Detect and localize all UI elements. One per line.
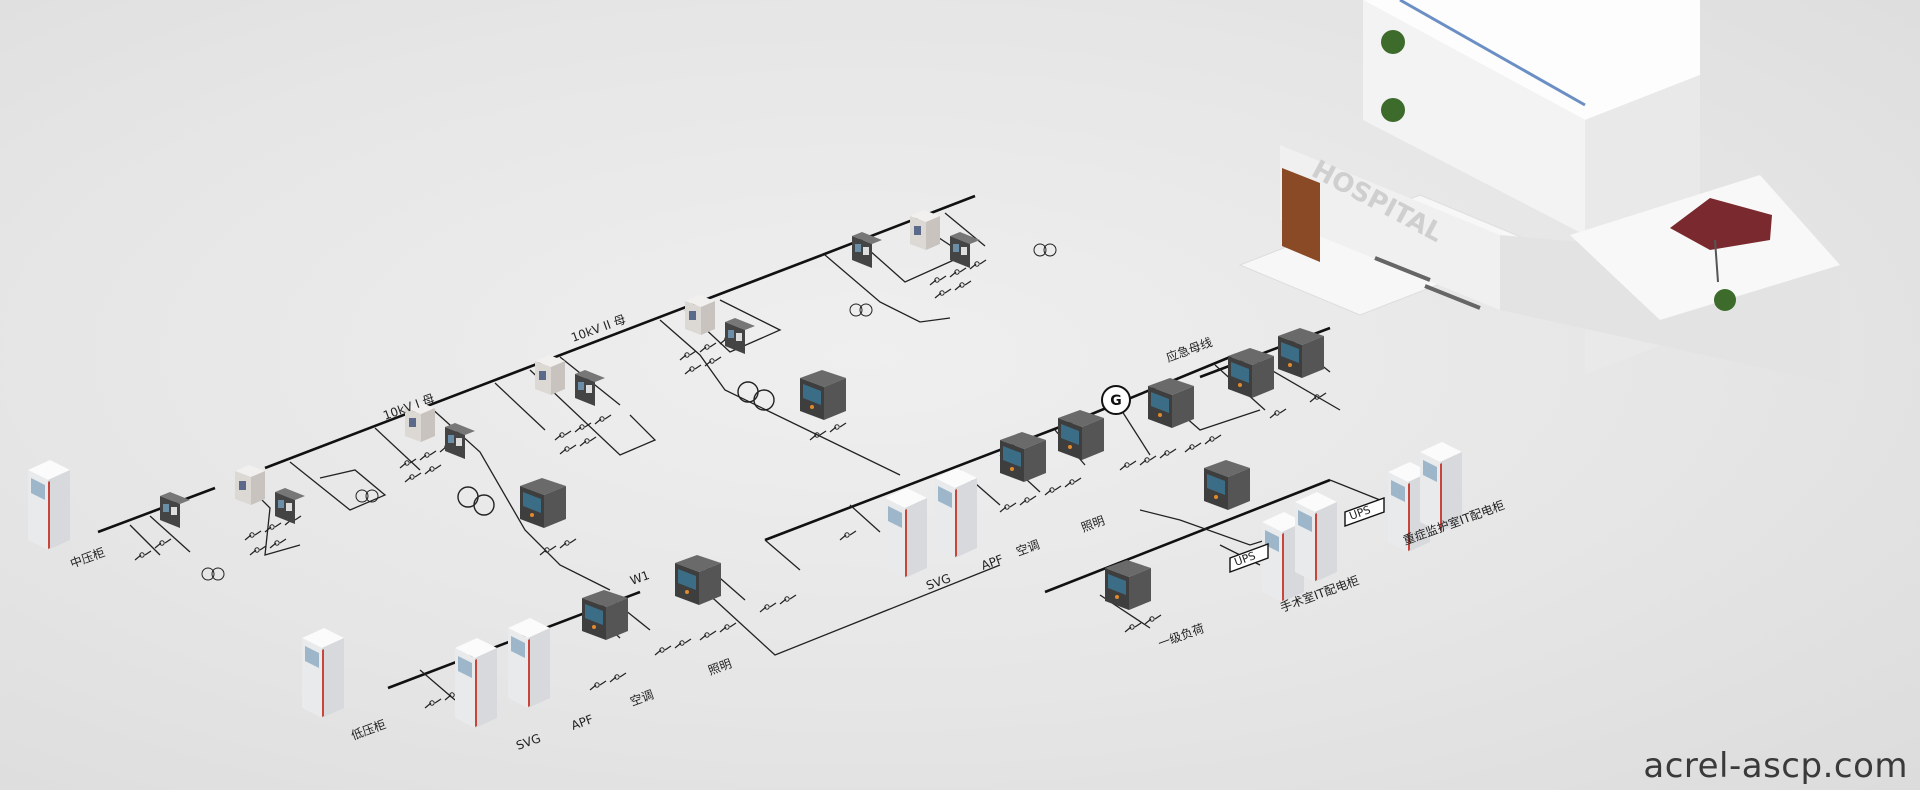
relay-device (535, 355, 565, 395)
devices: UPS UPS (28, 210, 1462, 728)
hospital-building: HOSPITAL (1238, 0, 1840, 385)
power-meter (1204, 460, 1250, 510)
relay-device (235, 465, 265, 505)
ac-up-label: 空调 (1014, 537, 1041, 558)
power-meter (1105, 560, 1151, 610)
svg-low-label: SVG (514, 731, 542, 753)
power-meter (1278, 328, 1324, 378)
apf-cabinet (508, 618, 550, 708)
relay-device (685, 295, 715, 335)
power-meter (582, 590, 628, 640)
emergency-bus-label: 应急母线 (1164, 334, 1214, 365)
power-meter (1228, 348, 1274, 398)
apf-low-label: APF (569, 712, 595, 733)
relay-panel (275, 488, 305, 524)
power-meter (675, 555, 721, 605)
power-meter (800, 370, 846, 420)
class1-load-label: 一级负荷 (1156, 621, 1206, 651)
relay-device (910, 210, 940, 250)
apf-up-label: APF (979, 552, 1005, 573)
relay-panel (575, 370, 605, 406)
generator-label: G (1110, 393, 1122, 409)
svg-cabinet (455, 638, 497, 728)
bus-lines (97, 194, 1331, 690)
apf-cabinet (935, 468, 977, 558)
ups-right-label: UPS (1348, 503, 1373, 523)
generator-symbol: G (1101, 385, 1131, 415)
power-meter (1000, 432, 1046, 482)
ac-low-label: 空调 (628, 687, 655, 708)
lv-cabinet-label: 低压柜 (349, 717, 388, 742)
w1-label: W1 (628, 568, 651, 588)
watermark: acrel-ascp.com (1643, 746, 1908, 786)
transformer-symbols (201, 243, 1057, 581)
ups-left-label: UPS (1233, 549, 1258, 569)
power-meter (520, 478, 566, 528)
lighting-up-label: 照明 (1079, 513, 1106, 534)
ups-box-left: UPS (1229, 542, 1269, 574)
svg-cabinet (885, 488, 927, 578)
relay-panel (725, 318, 755, 354)
power-meter (1058, 410, 1104, 460)
protection-panel (852, 232, 882, 268)
mv-cabinet-label: 中压柜 (68, 544, 107, 570)
power-meter (1148, 378, 1194, 428)
relay-panel (445, 423, 475, 459)
protection-panel (160, 492, 190, 528)
it-cabinet (1295, 492, 1337, 582)
mv-cabinet-device (28, 460, 70, 550)
ups-box-right: UPS (1344, 497, 1385, 527)
lv-cabinet-device (302, 628, 344, 718)
lighting-low-label: 照明 (706, 656, 733, 677)
